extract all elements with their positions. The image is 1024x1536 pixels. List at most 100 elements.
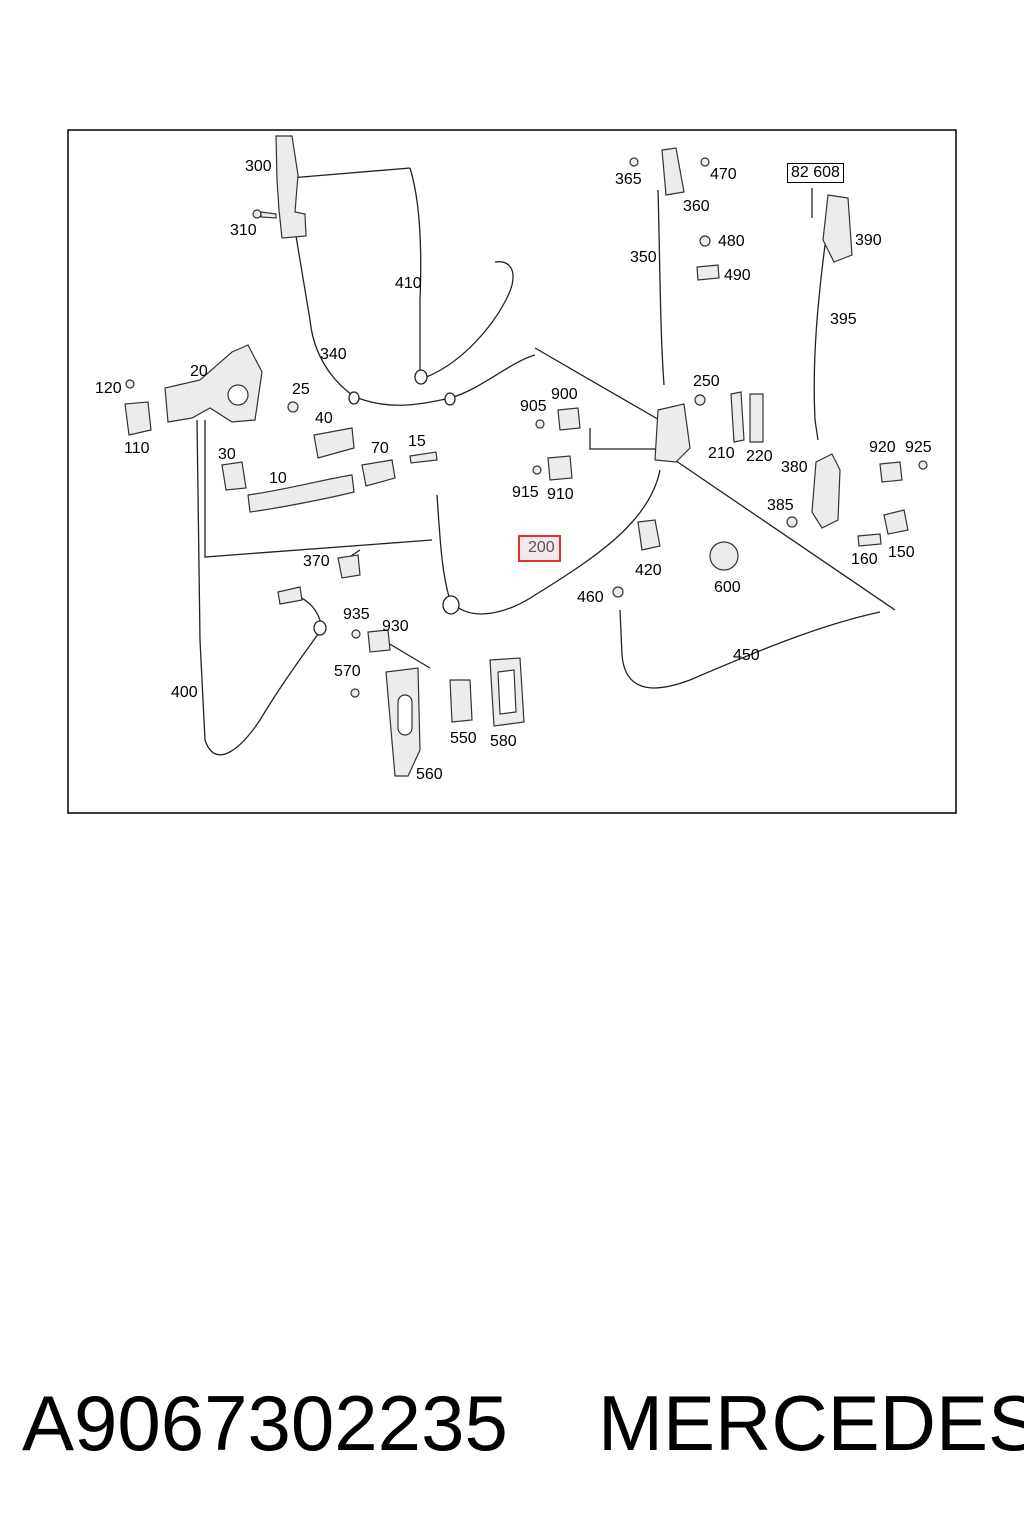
callout-580[interactable]: 580 — [490, 733, 517, 750]
cable-410 — [409, 167, 422, 372]
grommet — [414, 369, 428, 385]
callout-350[interactable]: 350 — [630, 249, 657, 266]
guide-line — [534, 347, 681, 433]
parts-diagram: 300 310 410 340 20 25 120 110 40 70 15 3… — [67, 129, 957, 814]
plug-905 — [535, 419, 545, 429]
callout-935[interactable]: 935 — [343, 606, 370, 623]
callout-470[interactable]: 470 — [710, 166, 737, 183]
clip-420 — [637, 519, 661, 551]
callout-210[interactable]: 210 — [708, 445, 735, 462]
callout-410[interactable]: 410 — [395, 275, 422, 292]
callout-915[interactable]: 915 — [512, 484, 539, 501]
callout-25[interactable]: 25 — [292, 381, 310, 398]
parts — [124, 135, 928, 777]
callout-600[interactable]: 600 — [714, 579, 741, 596]
callout-40[interactable]: 40 — [315, 410, 333, 427]
guide-line — [204, 420, 433, 558]
callout-150[interactable]: 150 — [888, 544, 915, 561]
callout-910[interactable]: 910 — [547, 486, 574, 503]
callout-82608[interactable]: 82 608 — [787, 163, 844, 183]
callout-930[interactable]: 930 — [382, 618, 409, 635]
screw-365 — [629, 157, 639, 167]
grommet — [313, 620, 327, 636]
plug-925 — [918, 460, 928, 470]
callout-380[interactable]: 380 — [781, 459, 808, 476]
callout-160[interactable]: 160 — [851, 551, 878, 568]
callout-70[interactable]: 70 — [371, 440, 389, 457]
carrier-20 — [164, 344, 263, 423]
frame-580-inner — [497, 669, 517, 715]
callout-220[interactable]: 220 — [746, 448, 773, 465]
callout-10[interactable]: 10 — [269, 470, 287, 487]
callout-490[interactable]: 490 — [724, 267, 751, 284]
diagram-drawing — [67, 129, 957, 814]
callout-365[interactable]: 365 — [615, 171, 642, 188]
callout-20[interactable]: 20 — [190, 363, 208, 380]
screw-385 — [786, 516, 798, 528]
bracket-150 — [883, 509, 909, 535]
leader-line — [382, 639, 431, 669]
callout-110[interactable]: 110 — [124, 440, 150, 457]
callout-200-highlighted[interactable]: 200 — [518, 535, 561, 562]
gasket-30 — [221, 461, 247, 491]
callout-460[interactable]: 460 — [577, 589, 604, 606]
callout-400[interactable]: 400 — [171, 684, 198, 701]
cap-600 — [709, 541, 739, 571]
bezel-560-slot — [397, 694, 413, 736]
callout-450[interactable]: 450 — [733, 647, 760, 664]
screw-25 — [287, 401, 299, 413]
callout-340[interactable]: 340 — [320, 346, 347, 363]
callout-390[interactable]: 390 — [855, 232, 882, 249]
clip-470 — [700, 157, 710, 167]
bracket-390 — [822, 194, 853, 263]
callout-370[interactable]: 370 — [303, 553, 330, 570]
cable-400 — [196, 419, 323, 756]
callout-395[interactable]: 395 — [830, 311, 857, 328]
callout-120[interactable]: 120 — [95, 380, 122, 397]
guide-line — [589, 428, 667, 450]
callout-15[interactable]: 15 — [408, 433, 426, 450]
cable-395 — [813, 244, 826, 441]
cable-end-400 — [277, 586, 303, 605]
callout-300[interactable]: 300 — [245, 158, 272, 175]
cable-grommets — [313, 369, 460, 636]
callout-480[interactable]: 480 — [718, 233, 745, 250]
callout-360[interactable]: 360 — [683, 198, 710, 215]
callout-385[interactable]: 385 — [767, 497, 794, 514]
callout-310[interactable]: 310 — [230, 222, 257, 239]
brand-name: MERCEDES — [598, 1379, 1024, 1467]
plug-935 — [351, 629, 361, 639]
screw-480 — [699, 235, 711, 247]
clip-920 — [879, 461, 903, 483]
grommet — [348, 391, 360, 405]
clip-120 — [125, 379, 135, 389]
callout-560[interactable]: 560 — [416, 766, 443, 783]
clip-900 — [557, 407, 581, 431]
guide-line — [659, 449, 896, 611]
callout-900[interactable]: 900 — [551, 386, 578, 403]
cables-and-lines — [196, 167, 896, 756]
screw-310 — [252, 209, 262, 219]
screw-250 — [694, 394, 706, 406]
clip-930 — [367, 629, 391, 653]
plug-915 — [532, 465, 542, 475]
plug-570 — [350, 688, 360, 698]
cable-410 — [423, 261, 514, 379]
callout-905[interactable]: 905 — [520, 398, 547, 415]
cable-200 — [436, 469, 661, 615]
callout-250[interactable]: 250 — [693, 373, 720, 390]
callout-570[interactable]: 570 — [334, 663, 361, 680]
switch-550 — [449, 679, 473, 723]
clip-910 — [547, 455, 573, 481]
callout-925[interactable]: 925 — [905, 439, 932, 456]
screw-310-shaft — [260, 211, 277, 219]
lever-360 — [661, 147, 685, 196]
callout-920[interactable]: 920 — [869, 439, 896, 456]
lock-380 — [811, 453, 841, 529]
grommet — [444, 392, 456, 406]
callout-420[interactable]: 420 — [635, 562, 662, 579]
callout-30[interactable]: 30 — [218, 446, 236, 463]
cover-220 — [749, 393, 764, 443]
outer-handle-10 — [247, 474, 355, 513]
callout-550[interactable]: 550 — [450, 730, 477, 747]
